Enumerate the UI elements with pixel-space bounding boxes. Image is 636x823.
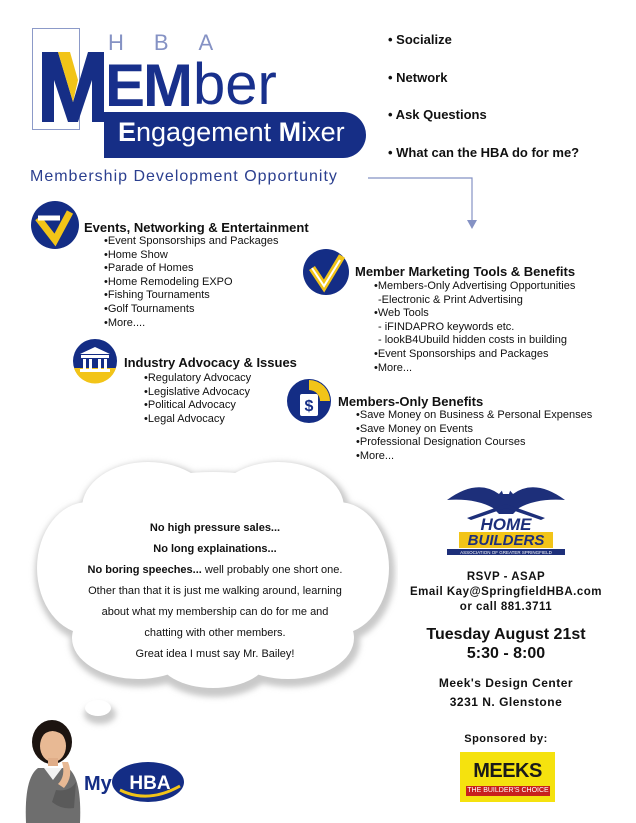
logo-ngagement: ngagement	[136, 117, 279, 147]
marketing-item: •More...	[374, 361, 413, 374]
logo-engagement-mixer: Engagement Mixer	[118, 117, 345, 148]
events-list: •Event Sponsorships and Packages •Home S…	[104, 235, 278, 330]
benefits-item: •Save Money on Business & Personal Expen…	[356, 409, 593, 421]
logo-em: EM	[105, 52, 193, 119]
benefits-item: •Professional Designation Courses	[356, 436, 526, 449]
events-item: •More....	[104, 316, 146, 329]
advocacy-title: Industry Advocacy & Issues	[124, 355, 297, 370]
checkmark-icon	[303, 249, 349, 295]
advocacy-item: •Political Advocacy	[144, 399, 236, 412]
cloud-text: No high pressure sales... No long explai…	[50, 518, 380, 665]
events-item: •Event Sponsorships and Packages	[104, 235, 279, 247]
logo-m: M	[278, 117, 302, 147]
events-item: •Fishing Tournaments	[104, 289, 210, 302]
benefits-item: •More...	[356, 449, 395, 462]
event-venue: Meek's Design Center	[438, 676, 574, 690]
advocacy-item: •Regulatory Advocacy	[144, 372, 252, 384]
logo-engagement-bar	[104, 112, 366, 158]
marketing-item: - iFINDAPRO keywords etc.	[378, 320, 515, 333]
subtitle: Membership Development Opportunity	[30, 168, 338, 185]
cloud-line-1: No high pressure sales...	[149, 522, 281, 534]
dollar-icon: $	[287, 379, 331, 423]
bullet-hba-for-me: • What can the HBA do for me?	[388, 145, 580, 160]
events-item: •Home Show	[104, 248, 168, 261]
meeks-tagline: THE BUILDER'S CHOICE	[466, 786, 550, 796]
logo-ber: ber	[193, 52, 277, 117]
events-item: •Parade of Homes	[104, 262, 194, 275]
benefits-title: Members-Only Benefits	[338, 394, 484, 409]
advocacy-item: •Legislative Advocacy	[144, 385, 250, 398]
subtitle-arrow	[368, 177, 477, 229]
cloud-line-4: Other than that it is just me walking ar…	[88, 585, 342, 597]
builders-text: BUILDERS	[468, 532, 545, 549]
event-time: 5:30 - 8:00	[466, 645, 546, 662]
cloud-line-3-bold: No boring speeches...	[87, 564, 202, 576]
advocacy-item: •Legal Advocacy	[144, 412, 225, 425]
logo-m-mark	[42, 52, 104, 122]
sponsored-by-label: Sponsored by:	[464, 733, 548, 745]
event-date: Tuesday August 21st	[426, 626, 586, 643]
rsvp-text: RSVP - ASAP	[466, 571, 546, 583]
meeks-name: MEEKS	[473, 760, 542, 782]
events-title: Events, Networking & Entertainment	[84, 220, 309, 235]
bullet-ask-questions: • Ask Questions	[388, 107, 487, 122]
phone-text: or call 881.3711	[459, 601, 553, 613]
logo-ixer: ixer	[301, 117, 345, 147]
events-icon	[31, 201, 79, 249]
capitol-building-icon	[73, 339, 117, 384]
home-text: HOME	[481, 515, 533, 534]
marketing-title: Member Marketing Tools & Benefits	[355, 264, 576, 279]
svg-text:$: $	[305, 398, 314, 415]
logo-hba-letters: HBA	[108, 30, 244, 55]
cloud-line-5: about what my membership can do for me a…	[101, 606, 329, 618]
cloud-line-2: No long explainations...	[153, 543, 277, 555]
events-item: •Golf Tournaments	[104, 302, 195, 315]
cloud-line-3: No boring speeches... well probably one …	[50, 560, 380, 581]
myhba-hba: HBA	[129, 773, 170, 794]
myhba-my: My	[84, 773, 113, 795]
email-text[interactable]: Email Kay@SpringfieldHBA.com	[410, 586, 602, 598]
woman-thinking-photo	[25, 720, 81, 823]
thought-cloud	[35, 462, 395, 724]
marketing-list: •Members-Only Advertising Opportunities …	[374, 280, 575, 375]
logo-frame	[32, 28, 80, 130]
home-builders-logo: HOME BUILDERS ASSOCIATION OF GREATER SPR…	[447, 484, 565, 555]
marketing-item: •Members-Only Advertising Opportunities	[374, 280, 576, 292]
bullet-network: • Network	[388, 70, 448, 85]
marketing-item: - lookB4Ubuild hidden costs in building	[378, 334, 567, 347]
benefits-list: •Save Money on Business & Personal Expen…	[356, 409, 592, 463]
advocacy-list: •Regulatory Advocacy •Legislative Advoca…	[144, 372, 251, 426]
cloud-line-7: Great idea I must say Mr. Bailey!	[135, 648, 295, 660]
assoc-text: ASSOCIATION OF GREATER SPRINGFIELD	[460, 550, 553, 555]
events-item: •Home Remodeling EXPO	[104, 275, 233, 288]
event-address: 3231 N. Glenstone	[449, 695, 563, 709]
myhba-logo: My HBA	[84, 762, 184, 802]
marketing-item: •Web Tools	[374, 307, 429, 320]
logo-e: E	[118, 117, 137, 147]
cloud-line-6: chatting with other members.	[144, 627, 286, 639]
bullet-socialize: • Socialize	[388, 32, 452, 47]
marketing-item: -Electronic & Print Advertising	[378, 293, 523, 306]
cloud-line-3-rest: well probably one short one.	[201, 564, 343, 576]
marketing-item: •Event Sponsorships and Packages	[374, 347, 549, 360]
benefits-item: •Save Money on Events	[356, 422, 473, 435]
